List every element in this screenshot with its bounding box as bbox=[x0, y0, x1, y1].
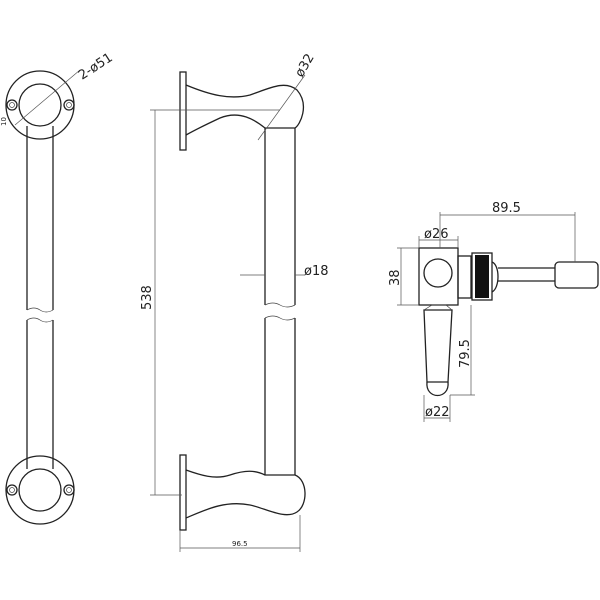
length-label: 538 bbox=[140, 285, 155, 310]
lever-handle bbox=[554, 261, 599, 289]
lever-rod bbox=[498, 267, 555, 282]
collar bbox=[491, 261, 499, 293]
valve-spindle-circle bbox=[423, 258, 453, 288]
ring-outline bbox=[471, 252, 493, 301]
handle-diameter-dimension bbox=[423, 395, 451, 422]
rosette-leader-line bbox=[14, 69, 81, 126]
body-diameter-dimension bbox=[418, 236, 459, 248]
vertical-handle bbox=[423, 309, 453, 383]
offset-label: 10 bbox=[0, 117, 8, 126]
body-height-dimension bbox=[397, 247, 419, 306]
projection-dimension bbox=[179, 515, 301, 552]
top-wall-plate bbox=[179, 71, 187, 151]
handle-diameter-label: ø22 bbox=[425, 405, 450, 420]
handle-length-dimension bbox=[450, 305, 475, 396]
bar-diameter-label: ø18 bbox=[304, 264, 329, 279]
grab-bar-front bbox=[26, 126, 54, 469]
handle-dome bbox=[426, 381, 449, 397]
grab-bar-side bbox=[264, 128, 296, 475]
bracket-diameter-label: ø32 bbox=[292, 51, 317, 80]
handle-length-label: 79.5 bbox=[458, 339, 473, 368]
black-ring bbox=[475, 255, 489, 298]
top-bracket bbox=[185, 84, 305, 136]
side-view: 538 ø32 ø18 96.5 bbox=[140, 51, 329, 552]
top-rosette bbox=[5, 70, 75, 140]
lever-reach-dimension bbox=[439, 212, 576, 262]
front-view: 2-ø51 10 bbox=[0, 50, 116, 525]
length-dimension bbox=[150, 109, 280, 496]
body-diameter-label: ø26 bbox=[424, 227, 449, 242]
bottom-bracket bbox=[185, 469, 306, 519]
valve-nut bbox=[457, 255, 472, 299]
valve-detail: 89.5 ø26 38 79.5 ø22 bbox=[388, 201, 599, 422]
rosette-diameter-label: 2-ø51 bbox=[76, 50, 116, 83]
body-height-label: 38 bbox=[388, 269, 403, 286]
bottom-rosette bbox=[5, 455, 75, 525]
bracket-leader-line bbox=[257, 74, 306, 141]
lever-reach-label: 89.5 bbox=[492, 201, 521, 216]
bottom-wall-plate bbox=[179, 454, 187, 531]
projection-label: 96.5 bbox=[232, 540, 248, 548]
handle-collar bbox=[423, 304, 453, 311]
